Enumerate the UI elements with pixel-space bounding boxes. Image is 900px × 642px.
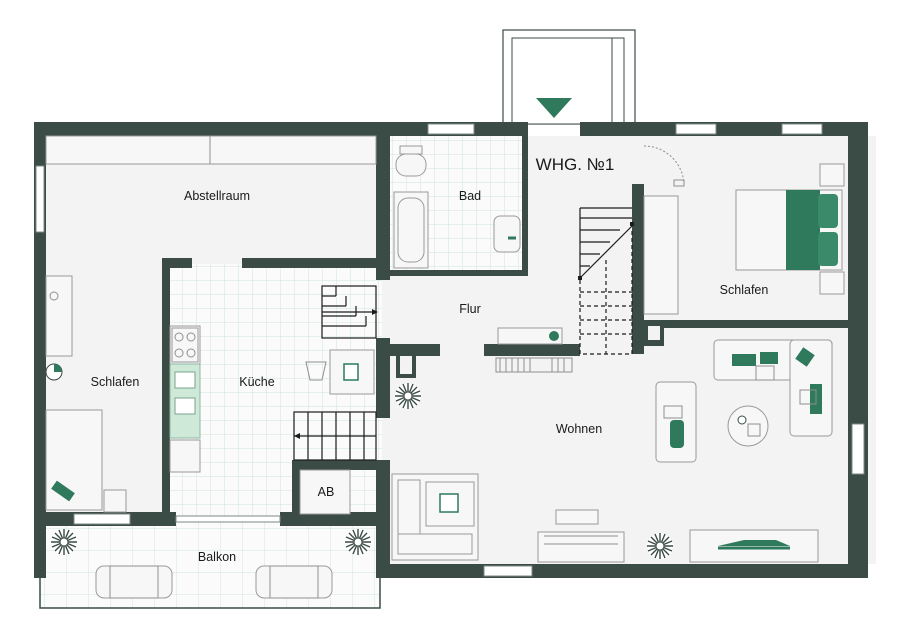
- room-label-schlafen-west: Schlafen: [91, 375, 140, 389]
- bathroom-fixtures: [393, 145, 521, 269]
- plant-icon: [45, 363, 63, 381]
- sink-icon: [169, 363, 201, 439]
- room-label-wohnen: Wohnen: [556, 422, 602, 436]
- plant-icon: [50, 528, 78, 556]
- storage-shelving: [45, 135, 377, 165]
- sink-icon: [493, 215, 521, 253]
- bedroom-east-furniture: [643, 163, 845, 315]
- bed-icon: [735, 189, 843, 271]
- room-label-flur: Flur: [459, 302, 481, 316]
- living-furniture: [391, 339, 833, 563]
- stairs: [293, 207, 634, 461]
- toilet-icon: [395, 145, 427, 177]
- room-label-abstellraum: Abstellraum: [184, 189, 250, 203]
- room-label-bad: Bad: [459, 189, 481, 203]
- stove-icon: [171, 327, 199, 363]
- kitchen-fixtures: [169, 325, 375, 473]
- bed-icon: [45, 409, 103, 511]
- balcony-furniture: [50, 528, 372, 599]
- flur-furniture: [394, 327, 573, 410]
- room-label-kueche: Küche: [239, 375, 274, 389]
- apartment-title: WHG. №1: [536, 155, 615, 174]
- room-label-schlafen-ost: Schlafen: [720, 283, 769, 297]
- room-label-ab: AB: [318, 485, 335, 499]
- plant-icon: [394, 382, 422, 410]
- windows: [35, 123, 865, 577]
- sofa-icon: [713, 339, 833, 437]
- room-label-balkon: Balkon: [198, 550, 236, 564]
- plant-icon: [344, 528, 372, 556]
- plant-icon: [646, 532, 674, 560]
- entrance-arrow-icon: [536, 98, 572, 118]
- bathtub-icon: [393, 191, 429, 269]
- sofa-icon: [655, 381, 697, 463]
- bedroom-west-furniture: [45, 275, 127, 513]
